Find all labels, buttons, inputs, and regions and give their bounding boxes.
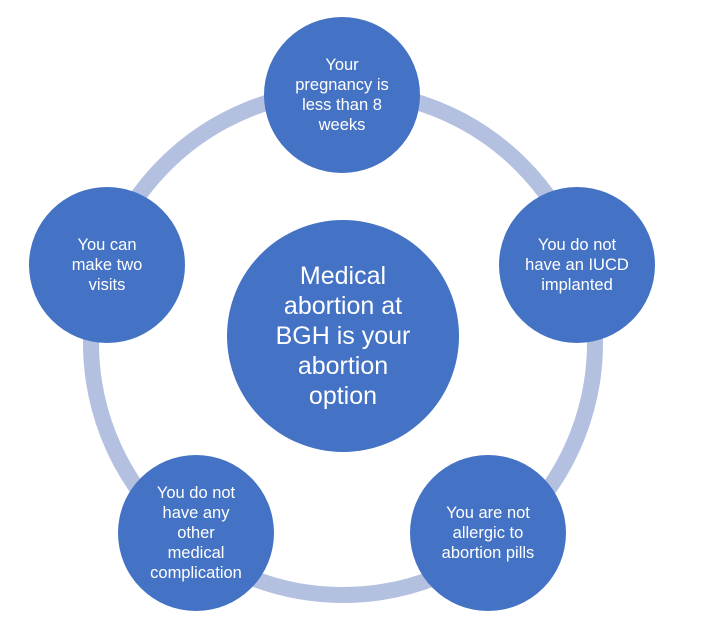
criterion-line: less than 8 (302, 96, 382, 114)
center-line: option (308, 382, 378, 410)
criterion-line: Your (325, 55, 359, 74)
center-line: abortion (297, 352, 389, 380)
criterion-pregnancy-under-8-weeks: Your pregnancy is less than 8 weeks (264, 17, 420, 173)
criterion-line: medical (167, 544, 225, 563)
criterion-line: abortion pills (441, 544, 535, 563)
criterion-line: pregnancy is (295, 75, 389, 94)
criterion-line: allergic to (452, 523, 524, 542)
criterion-line: other (177, 523, 215, 542)
center-line: BGH is your (275, 322, 411, 350)
criterion-no-other-complication: You do not have any other medical compli… (118, 455, 274, 611)
criterion-line: You do not (537, 235, 617, 254)
criterion-line: have an IUCD (525, 255, 629, 274)
criterion-two-visits: You can make two visits (29, 187, 185, 343)
criterion-line: weeks (318, 116, 366, 135)
criterion-line: You do not (156, 483, 236, 502)
criterion-not-allergic: You are not allergic to abortion pills (410, 455, 566, 611)
center-line: Medical (299, 262, 387, 290)
criterion-no-iucd: You do not have an IUCD implanted (499, 187, 655, 343)
criterion-line: make two (71, 255, 143, 274)
center-line: abortion at (283, 292, 403, 320)
criterion-line: implanted (541, 276, 613, 295)
criterion-line: You are not (446, 503, 530, 522)
criterion-line: complication (150, 564, 242, 583)
criterion-line: You can (77, 235, 137, 254)
criterion-line: have any (162, 503, 230, 522)
center-statement: Medical abortion at BGH is your abortion… (227, 220, 459, 452)
criterion-line: visits (88, 276, 126, 295)
